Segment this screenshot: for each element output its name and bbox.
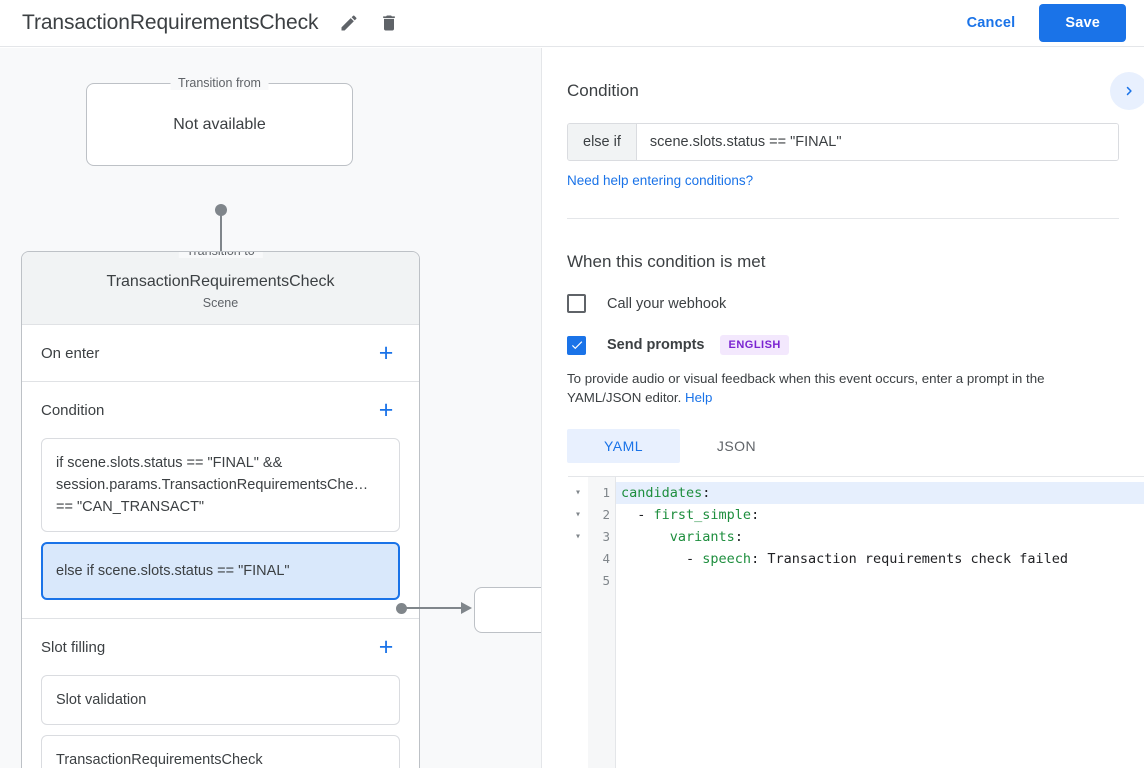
code-line-number: 4 [602,551,610,566]
send-prompts-checkbox[interactable] [567,335,586,355]
scene-name: TransactionRequirementsCheck [106,273,335,290]
page-title: TransactionRequirementsCheck [22,11,319,34]
connector-line [220,212,222,269]
cancel-button[interactable]: Cancel [966,15,1016,31]
section-slot-filling: Slot filling + Slot validation Transacti… [22,619,419,768]
condition-operator-label: else if [568,124,637,160]
webhook-checkbox-label: Call your webhook [607,295,727,312]
prompts-help-link[interactable]: Help [685,390,713,405]
save-button[interactable]: Save [1039,4,1126,42]
yaml-code-editor[interactable]: ▾ ▾ ▾ 1 2 3 4 5 candidates: - first_simple: va… [568,476,1144,768]
section-condition: Condition + if scene.slots.status == "FI… [22,382,419,619]
code-line[interactable]: candidates: [616,482,1144,504]
tab-yaml[interactable]: YAML [567,429,680,463]
trash-icon[interactable] [372,6,406,40]
editor-format-tabs: YAML JSON [567,429,1119,463]
code-line-number: 2 [602,507,610,522]
language-badge: ENGLISH [720,335,789,355]
code-fold-arrow-icon[interactable]: ▾ [574,487,582,498]
code-fold-spacer [568,548,588,570]
pencil-icon[interactable] [332,6,366,40]
condition-line: == "CAN_TRANSACT" [56,499,205,515]
code-fold-spacer [568,570,588,592]
condition-list: if scene.slots.status == "FINAL" && sess… [41,438,400,618]
transition-from-value: Not available [173,115,266,133]
code-line-number: 5 [602,573,610,588]
condition-line: else if scene.slots.status == "FINAL" [56,563,290,579]
condition-item-selected[interactable]: else if scene.slots.status == "FINAL" [41,542,400,600]
scene-graph-panel: Transition from Not available Transition… [0,48,541,768]
slot-filling-list: Slot validation TransactionRequirementsC… [41,675,400,768]
code-line-number: 3 [602,529,610,544]
line-number-gutter: 1 2 3 4 5 [588,477,616,768]
condition-help-link[interactable]: Need help entering conditions? [567,173,754,188]
topbar-actions: Cancel Save [953,4,1126,42]
section-divider [567,218,1119,219]
condition-line: if scene.slots.status == "FINAL" && [56,455,283,471]
condition-heading: Condition [567,81,639,100]
section-header: Condition + [41,382,400,438]
prompts-description-text: To provide audio or visual feedback when… [567,371,1045,405]
section-header: Slot filling + [41,619,400,675]
add-condition-button[interactable]: + [378,395,394,424]
code-token-key: candidates [621,485,703,501]
transition-from-legend: Transition from [170,76,269,90]
send-prompts-checkbox-row[interactable]: Send prompts ENGLISH [567,335,1119,355]
prompts-description: To provide audio or visual feedback when… [567,369,1119,407]
code-token-text: : [734,529,743,545]
transition-to-card: Transition to TransactionRequirementsChe… [21,251,420,768]
send-prompts-label: Send prompts [607,337,705,353]
code-token-key: speech [702,551,752,567]
code-line[interactable]: variants: [616,526,1144,548]
code-fold-arrow-icon[interactable]: ▾ [574,531,582,542]
code-fold-arrow-icon[interactable]: ▾ [574,509,582,520]
code-token-key: first_simple [653,507,752,523]
connector-dot [215,204,227,216]
tab-json[interactable]: JSON [716,438,757,454]
code-token-text: : [751,507,760,523]
section-header: On enter + [41,325,400,381]
condition-expression-input[interactable] [636,124,1118,160]
when-condition-met-section: When this condition is met Call your web… [542,219,1144,463]
condition-out-arrowhead [461,602,472,614]
transition-to-legend: Transition to [178,252,263,258]
code-token-text: : Transaction requirements check failed [751,551,1069,567]
condition-out-line [405,607,463,609]
webhook-checkbox[interactable] [567,294,586,313]
condition-item[interactable]: if scene.slots.status == "FINAL" && sess… [41,438,400,532]
code-fold-gutter[interactable]: ▾ ▾ ▾ [568,477,588,768]
slot-filling-item[interactable]: Slot validation [41,675,400,725]
add-slot-filling-button[interactable]: + [378,632,394,661]
condition-out-port[interactable] [396,603,407,614]
code-content-area[interactable]: candidates: - first_simple: variants: - … [616,477,1144,768]
slot-filling-item[interactable]: TransactionRequirementsCheck [41,735,400,768]
section-title-condition: Condition [41,401,105,419]
panel-divider [541,48,542,768]
code-token-key: variants [669,529,735,545]
target-node-card[interactable] [474,587,541,633]
code-line[interactable] [616,570,1144,592]
condition-input-row: else if [567,123,1119,161]
condition-line: session.params.TransactionRequirementsCh… [56,477,369,493]
top-app-bar: TransactionRequirementsCheck Cancel Save [0,0,1144,47]
scene-card-header[interactable]: TransactionRequirementsCheck Scene [22,252,419,325]
code-line[interactable]: - first_simple: [621,507,760,523]
code-token-text: : [702,485,711,501]
transition-from-card[interactable]: Transition from Not available [86,76,353,166]
add-on-enter-button[interactable]: + [378,338,394,367]
chevron-right-icon[interactable] [1110,72,1144,110]
code-line-number: 1 [602,485,610,500]
when-met-heading: When this condition is met [567,252,766,271]
scene-type: Scene [202,296,239,310]
condition-editor-section: Condition else if Need help entering con… [542,48,1144,219]
code-line[interactable]: - speech: Transaction requirements check… [621,551,1069,567]
webhook-checkbox-row[interactable]: Call your webhook [567,294,1119,313]
section-title-slot-filling: Slot filling [41,638,106,656]
title-actions [332,6,406,40]
section-on-enter: On enter + [22,325,419,382]
section-title-on-enter: On enter [41,344,100,362]
